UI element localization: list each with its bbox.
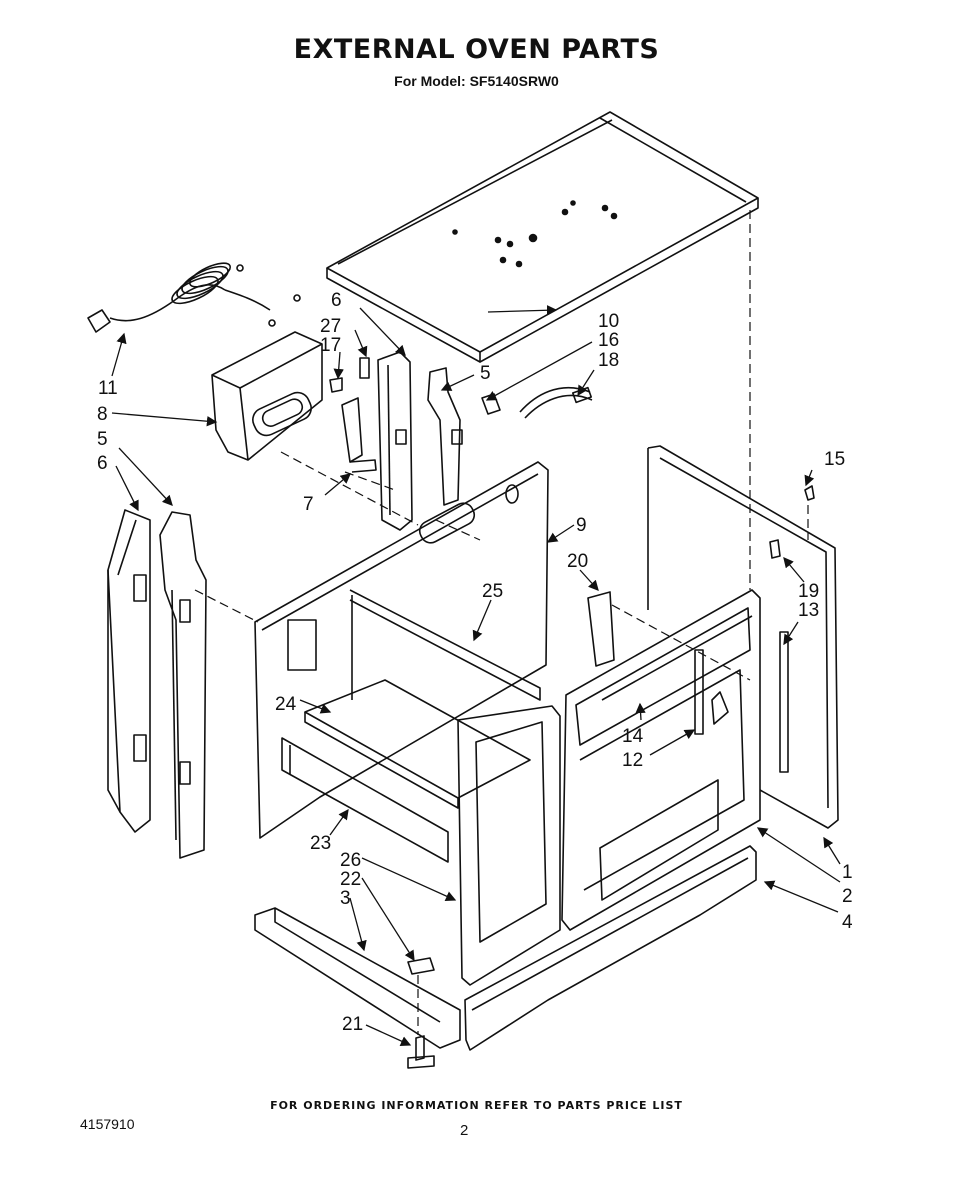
left-side-rail-6 <box>107 509 151 833</box>
panel-bracket-part <box>587 591 615 667</box>
callout-24: 24 <box>275 694 297 715</box>
callout-27: 27 <box>320 316 341 337</box>
callout-18: 18 <box>598 350 619 371</box>
callout-7: 7 <box>303 494 314 515</box>
front-frame-part <box>457 705 561 986</box>
callout-26: 26 <box>340 850 361 871</box>
oven-bottom-part <box>304 679 531 809</box>
callout-20: 20 <box>567 551 588 572</box>
right-side-panel <box>647 445 839 829</box>
callout-6: 6 <box>97 453 108 474</box>
callout-leaders <box>111 305 841 1046</box>
callout-4: 4 <box>842 912 853 933</box>
kick-panel-part <box>464 845 757 1051</box>
callout-12: 12 <box>622 750 643 771</box>
callout-1: 1 <box>842 862 853 883</box>
alignment-lines <box>194 210 809 1035</box>
callout-13: 13 <box>798 600 819 621</box>
leveling-leg-part <box>407 1035 435 1069</box>
rear-upright-left <box>377 351 413 531</box>
callout-3: 3 <box>340 888 351 909</box>
callout-25: 25 <box>482 581 503 602</box>
base-rail-part <box>254 907 461 1049</box>
callout-11: 11 <box>98 378 118 399</box>
model-subtitle: For Model: SF5140SRW0 <box>394 73 559 89</box>
left-side-rail-5 <box>159 511 207 859</box>
callout-22: 22 <box>340 869 361 890</box>
leg-clip-part <box>407 957 435 975</box>
callout-17: 17 <box>320 335 341 356</box>
small-clip-parts <box>329 357 370 393</box>
callout-21: 21 <box>342 1014 363 1035</box>
lower-rail-part <box>281 737 449 863</box>
callout-15: 15 <box>824 449 845 470</box>
page-number: 2 <box>460 1122 469 1139</box>
callout-19: 19 <box>798 581 819 602</box>
rear-panel-part <box>254 461 549 839</box>
page-title: EXTERNAL OVEN PARTS <box>293 34 660 65</box>
callout-9: 9 <box>576 515 587 536</box>
hinge-parts <box>601 615 753 735</box>
ordering-note: FOR ORDERING INFORMATION REFER TO PARTS … <box>270 1099 683 1112</box>
document-number: 4157910 <box>80 1116 135 1132</box>
bracket-part <box>341 397 377 473</box>
center-frame-part <box>561 589 761 931</box>
switch-and-wiring-parts <box>481 386 593 419</box>
callout-2: 2 <box>842 886 853 907</box>
callout-14: 14 <box>622 726 644 747</box>
callout-5-top: 5 <box>480 363 491 384</box>
callout-numbers: 11 8 5 6 7 6 27 17 5 10 16 18 9 15 20 25… <box>97 290 853 1035</box>
inner-back-frame <box>349 589 541 701</box>
callout-6-top: 6 <box>331 290 342 311</box>
power-cord-part <box>87 262 301 333</box>
vent-duct-part <box>211 331 323 461</box>
screw-and-clip-parts <box>769 485 815 559</box>
callout-8: 8 <box>97 404 108 425</box>
callout-10: 10 <box>598 311 619 332</box>
rear-upright-right <box>427 367 463 506</box>
callout-23: 23 <box>310 833 331 854</box>
top-panel-part <box>326 111 759 363</box>
callout-5: 5 <box>97 429 108 450</box>
callout-16: 16 <box>598 330 619 351</box>
